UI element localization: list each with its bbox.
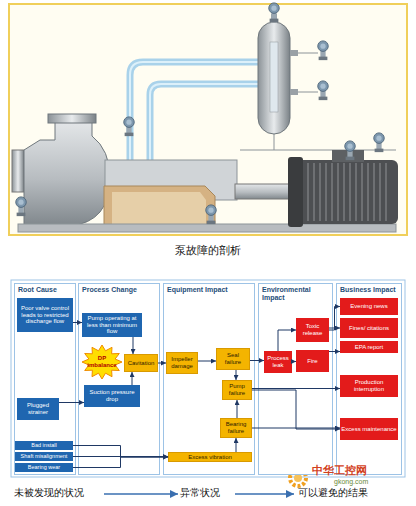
stage-label: 可以避免的结果 <box>298 487 390 499</box>
root-cause-bar: Shaft misalignment <box>15 452 73 461</box>
impact-box-red: EPA report <box>340 341 398 353</box>
column-panel: Equipment ImpactImpeller damage Seal fail… <box>163 283 255 475</box>
column-panel: Root CausePoor valve control leads to re… <box>14 283 76 475</box>
node-text: Seal failure <box>218 352 248 365</box>
node-text: Excess maintenance <box>341 426 396 433</box>
node-text: Fines/ citations <box>349 325 389 332</box>
node-text: Excess vibration <box>188 454 232 461</box>
node-text: Shaft misalignment <box>21 453 68 459</box>
vessel-nozzle <box>290 89 298 95</box>
sight-glass <box>270 42 278 112</box>
discharge-flange <box>48 114 96 123</box>
node-text: Process leak <box>265 355 291 368</box>
node-text: Suction pressure drop <box>85 389 139 402</box>
impact-box: Impeller damage <box>166 352 198 374</box>
transmitter <box>269 3 280 22</box>
column-panel: Process ChangePump operating at less tha… <box>78 283 160 475</box>
pump-pedestal <box>104 186 215 228</box>
node-text: Bearing failure <box>222 421 250 434</box>
column-header: Business Impact <box>337 284 401 296</box>
instrument-line <box>240 150 396 151</box>
transmitter <box>318 81 329 100</box>
process-box: Poor valve control leads to restricted d… <box>17 298 73 332</box>
node-text: Plugged strainer <box>18 402 58 415</box>
impact-box-red: Excess maintenance <box>340 418 398 440</box>
transmitter <box>206 205 217 224</box>
impact-box-red: Fines/ citations <box>340 318 398 338</box>
impact-box: Excess vibration <box>168 452 252 462</box>
watermark-gear-hub <box>294 474 302 482</box>
node-text: Fire <box>307 358 317 365</box>
node-text: Evening news <box>350 303 387 310</box>
column-panel: Environmental ImpactToxic releaseProcess… <box>258 283 333 475</box>
node-text: Bad install <box>31 442 56 448</box>
transmitter <box>345 141 356 160</box>
impact-box-red: Process leak <box>264 351 292 373</box>
stage-label: 未被发现的状况 <box>14 487 106 499</box>
vessel-nozzle <box>290 50 298 56</box>
node-text: DP imbalance <box>81 355 122 368</box>
node-text: Toxic release <box>297 323 328 336</box>
transmitter <box>374 133 385 152</box>
transmitter <box>16 197 27 216</box>
transmitter <box>318 41 329 60</box>
motor-end-bell <box>288 157 303 227</box>
node-text: Poor valve control leads to restricted d… <box>18 305 72 325</box>
stage-arrow <box>235 493 294 495</box>
pump-volute <box>24 122 110 226</box>
pedestal-face <box>112 192 206 224</box>
figure-caption: 泵故障的剖析 <box>0 243 416 258</box>
node-text: Pump operating at less than minimum flow <box>83 315 141 335</box>
impact-box: Pump failure <box>222 380 252 400</box>
impact-box-red: Production interruption <box>340 375 398 397</box>
chart-frame <box>11 280 405 477</box>
base-plate <box>18 224 396 232</box>
watermark: 中华工控网 <box>312 464 402 477</box>
watermark: gkong.com <box>334 478 398 486</box>
stage-arrow <box>104 493 178 495</box>
impact-box-red: Evening news <box>340 298 398 315</box>
suction-flange <box>12 150 24 192</box>
process-box: Plugged strainer <box>17 398 59 420</box>
impact-box-red: Toxic release <box>296 318 329 342</box>
root-cause-bar: Bearing wear <box>15 463 73 472</box>
column-header: Process Change <box>79 284 159 296</box>
column-header: Environmental Impact <box>259 284 332 304</box>
pipe-highlight <box>130 62 258 168</box>
process-box: Pump operating at less than minimum flow <box>82 313 142 337</box>
coupling <box>235 184 290 199</box>
motor-fins <box>308 163 386 221</box>
impact-box: Bearing failure <box>220 418 252 438</box>
node-text: Production interruption <box>341 379 397 392</box>
starburst-callout: DP imbalance <box>81 344 123 380</box>
process-box: Suction pressure drop <box>84 385 140 407</box>
impact-box: Cavitation <box>124 354 158 372</box>
node-text: Impeller damage <box>168 356 196 369</box>
root-cause-bar: Bad install <box>15 441 73 450</box>
pipe <box>150 84 258 168</box>
node-text: Pump failure <box>224 383 250 396</box>
column-panel: Business ImpactEvening newsFines/ citati… <box>336 283 402 475</box>
motor <box>288 160 398 224</box>
transmitter <box>124 117 135 136</box>
pipe <box>130 62 258 168</box>
node-text: Cavitation <box>128 360 155 367</box>
starburst-outline <box>82 345 122 379</box>
separator-vessel <box>258 22 290 134</box>
pipe-highlight <box>150 84 258 168</box>
column-header: Root Cause <box>15 284 75 296</box>
column-header: Equipment Impact <box>164 284 254 296</box>
node-text: EPA report <box>355 344 384 351</box>
impact-box: Seal failure <box>216 348 250 370</box>
node-text: Bearing wear <box>28 464 60 470</box>
illustration-frame <box>9 4 407 235</box>
stage-label: 异常状况 <box>180 487 238 499</box>
impact-box-red: Fire <box>296 350 329 372</box>
